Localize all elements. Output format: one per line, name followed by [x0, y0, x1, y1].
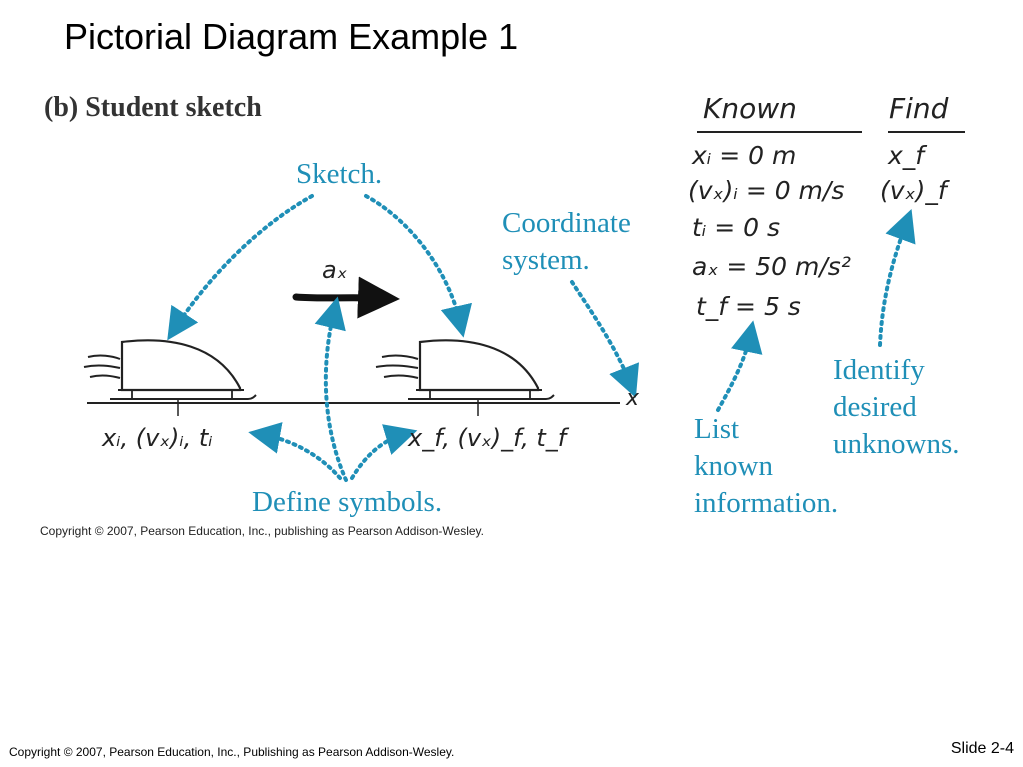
footer-copyright: Copyright © 2007, Pearson Education, Inc…	[9, 745, 455, 759]
callout-identify-line2: desired	[833, 391, 917, 423]
callout-coordinate-line2: system.	[502, 244, 590, 276]
slide-title: Pictorial Diagram Example 1	[64, 16, 519, 57]
callout-identify-line1: Identify	[833, 354, 925, 386]
callout-list-line3: information.	[694, 487, 839, 519]
find-header: Find	[889, 92, 949, 125]
rocket-sled-final	[375, 339, 555, 416]
known-header: Known	[703, 92, 797, 125]
sketch-arrow-right	[364, 194, 472, 338]
known-item: xᵢ = 0 m	[692, 141, 797, 170]
define-arrow-left	[248, 422, 342, 480]
callout-coordinate-line1: Coordinate	[502, 207, 631, 239]
callout-sketch: Sketch.	[296, 158, 383, 190]
known-item: (vₓ)ᵢ = 0 m/s	[688, 176, 845, 205]
final-symbols: x_f, (vₓ)_f, t_f	[408, 424, 567, 452]
list-arrow	[716, 320, 763, 412]
find-item: x_f	[888, 141, 925, 170]
identify-arrow	[878, 208, 916, 347]
inner-copyright: Copyright © 2007, Pearson Education, Inc…	[40, 524, 484, 538]
coordinate-arrow	[570, 280, 640, 398]
sketch-arrow-left	[167, 194, 314, 341]
callout-define: Define symbols.	[252, 486, 443, 518]
initial-symbols: xᵢ, (vₓ)ᵢ, tᵢ	[102, 424, 213, 452]
callout-identify-line3: unknowns.	[833, 428, 960, 460]
find-item: (vₓ)_f	[880, 176, 947, 205]
define-arrow-right	[350, 424, 418, 480]
callout-list-line1: List	[694, 413, 740, 445]
acceleration-arrow	[292, 276, 400, 319]
known-item: aₓ = 50 m/s²	[692, 252, 851, 281]
define-arrow-up	[314, 296, 348, 482]
x-axis-label: x	[626, 386, 640, 411]
known-item: tᵢ = 0 s	[692, 213, 780, 242]
slide-number: Slide 2-4	[950, 740, 1014, 757]
callout-list-line2: known	[694, 450, 773, 482]
rocket-sled-initial	[83, 339, 257, 416]
known-item: t_f = 5 s	[696, 292, 801, 321]
acceleration-label: aₓ	[322, 256, 348, 284]
panel-label: (b) Student sketch	[44, 92, 262, 123]
